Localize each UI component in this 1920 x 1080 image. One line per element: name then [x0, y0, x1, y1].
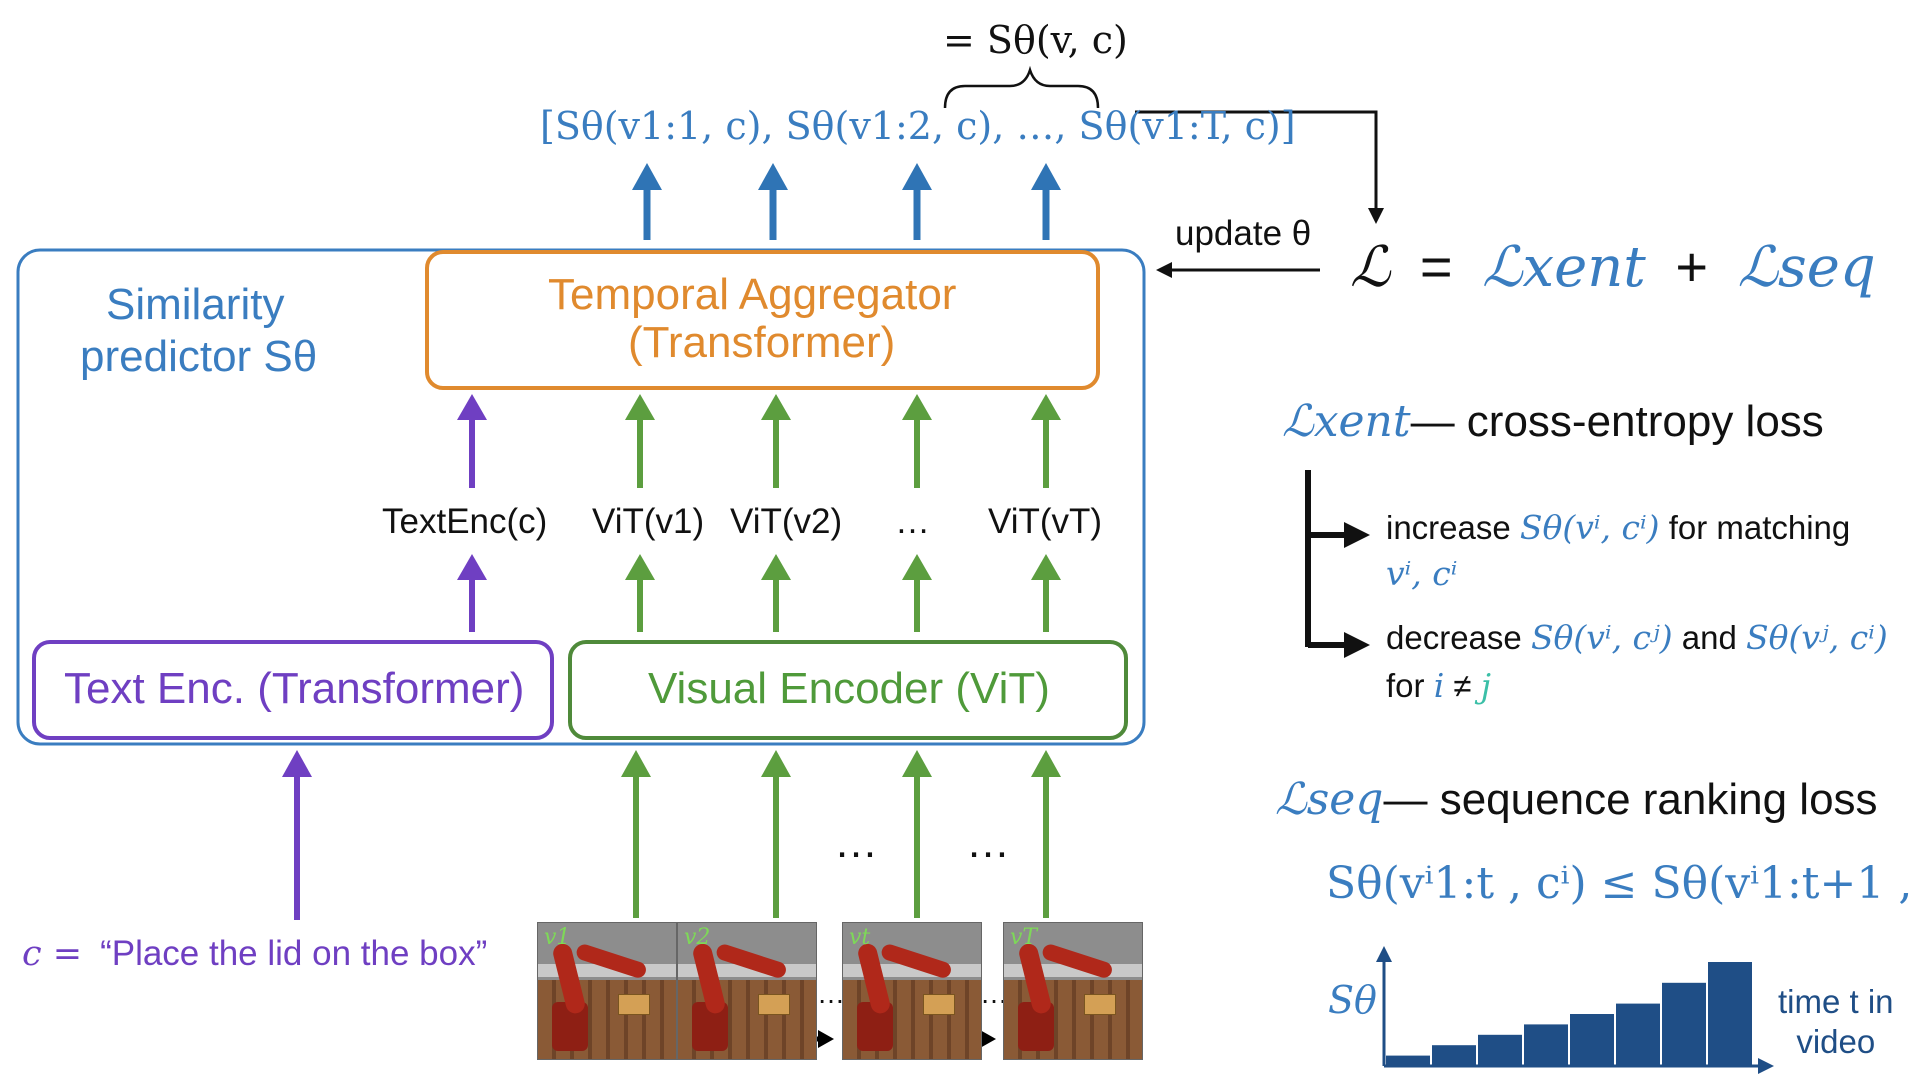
xent-symbol: ℒxent — [1282, 396, 1411, 447]
vision-arrows — [621, 394, 1061, 918]
frame-label-t: vt — [849, 925, 871, 950]
xent-bracket — [1305, 470, 1370, 658]
xent-bullet-2-math1: Sθ(vⁱ, cʲ) — [1530, 618, 1673, 657]
xent-bullet-2-and: and — [1681, 619, 1737, 656]
xent-bullet-2-i: i — [1433, 666, 1445, 705]
seq-chart-x-arrowhead — [1758, 1058, 1774, 1074]
video-frame-1: v1 — [537, 922, 677, 1060]
video-frame-t: vt — [842, 922, 982, 1060]
input-ellipsis-1: … — [834, 818, 878, 867]
seq-chart-y-label: Sθ — [1328, 978, 1377, 1022]
loss-equals: = — [1419, 235, 1453, 298]
temporal-aggregator-line2: (Transformer) — [628, 318, 896, 367]
xent-bullet-2-neq: ≠ — [1453, 667, 1472, 704]
seq-symbol: ℒseq — [1275, 774, 1384, 825]
seq-chart-x-label: time t in video — [1778, 982, 1894, 1062]
seq-inequality: Sθ(vⁱ1:t , cⁱ) ≤ Sθ(vⁱ1:t+1 , cⁱ) — [1326, 858, 1920, 909]
seq-bar-chart — [1376, 946, 1774, 1074]
video-frame-2: v2 — [677, 922, 817, 1060]
loss-feedback-arrows — [1135, 110, 1384, 278]
predictor-label-line2: predictor Sθ — [80, 332, 318, 381]
seq-title-text: — sequence ranking loss — [1383, 775, 1878, 824]
text-arrows — [282, 394, 487, 920]
xent-bullet-1: increase Sθ(vⁱ, cⁱ) for matching — [1386, 508, 1850, 547]
xent-bullet-2: decrease Sθ(vⁱ, cʲ) and Sθ(vʲ, cⁱ) — [1386, 618, 1888, 657]
visual-encoder-label: Visual Encoder (ViT) — [648, 664, 1050, 713]
frame-label-1: v1 — [544, 925, 571, 950]
frame-label-2: v2 — [684, 925, 711, 950]
xent-bullet-1-math: Sθ(vⁱ, cⁱ) — [1519, 508, 1660, 547]
loss-xent: ℒxent — [1482, 235, 1646, 300]
vit-feature-1: ViT(v1) — [592, 502, 705, 541]
vit-feature-2: ViT(v2) — [730, 502, 843, 541]
input-caption-text: “Place the lid on the box” — [100, 934, 488, 973]
seq-chart-bar — [1708, 962, 1752, 1066]
xent-bullet-2-for: for — [1386, 667, 1425, 704]
frame-label-T: vT — [1010, 925, 1038, 950]
seq-title: ℒseq— sequence ranking loss — [1275, 774, 1878, 825]
loss-symbol: ℒ — [1350, 235, 1391, 300]
update-theta-label: update θ — [1175, 214, 1312, 253]
vit-feature-ellipsis: … — [895, 502, 930, 541]
loss-seq: ℒseq — [1737, 235, 1876, 300]
seq-chart-bar — [1616, 1003, 1660, 1066]
text-feature-label: TextEnc(c) — [382, 502, 548, 541]
xent-bullet-2-math2: Sθ(vʲ, cⁱ) — [1746, 618, 1888, 657]
seq-chart-x-label-line2: video — [1796, 1023, 1876, 1060]
input-caption-var: c = — [22, 934, 83, 974]
brace — [943, 65, 1100, 109]
seq-chart-bar — [1478, 1034, 1522, 1066]
xent-title: ℒxent— cross-entropy loss — [1282, 396, 1824, 447]
text-encoder-box — [32, 640, 554, 740]
seq-chart-bar — [1386, 1055, 1430, 1066]
input-ellipsis-2: … — [966, 818, 1010, 867]
output-arrows — [632, 163, 1061, 240]
top-equals-formula: = Sθ(v, c) — [943, 18, 1128, 62]
temporal-aggregator-line1: Temporal Aggregator — [548, 270, 957, 319]
seq-chart-bar — [1662, 982, 1706, 1066]
seq-chart-bar — [1570, 1014, 1614, 1066]
xent-bullet-2-j: j — [1480, 666, 1491, 705]
vit-feature-T: ViT(vT) — [988, 502, 1103, 541]
seq-chart-y-arrowhead — [1376, 946, 1392, 962]
seq-chart-bar — [1432, 1045, 1476, 1066]
output-sequence: [Sθ(v1:1, c), Sθ(v1:2, c), …, Sθ(v1:T, c… — [540, 104, 1296, 148]
visual-encoder-box — [568, 640, 1128, 740]
xent-title-text: — cross-entropy loss — [1410, 397, 1824, 446]
xent-bullet-1-post: for matching — [1668, 509, 1851, 546]
seq-chart-bar — [1524, 1024, 1568, 1066]
temporal-aggregator-box — [425, 250, 1100, 390]
text-encoder-label: Text Enc. (Transformer) — [64, 664, 525, 713]
xent-bullet-1-line2: vⁱ, cⁱ — [1386, 554, 1458, 593]
input-caption: c = “Place the lid on the box” — [22, 934, 487, 974]
video-frame-T: vT — [1003, 922, 1143, 1060]
xent-bullet-1-pre: increase — [1386, 509, 1511, 546]
predictor-label-line1: Similarity — [106, 280, 285, 329]
frame-dots-1: … — [817, 978, 845, 1009]
seq-chart-x-label-line1: time t in — [1778, 983, 1894, 1020]
total-loss: ℒ = ℒxent + ℒseq — [1350, 234, 1876, 300]
loss-plus: + — [1675, 235, 1709, 298]
xent-bullet-2-pre: decrease — [1386, 619, 1522, 656]
xent-bullet-2-line2: for i ≠ j — [1386, 666, 1491, 705]
